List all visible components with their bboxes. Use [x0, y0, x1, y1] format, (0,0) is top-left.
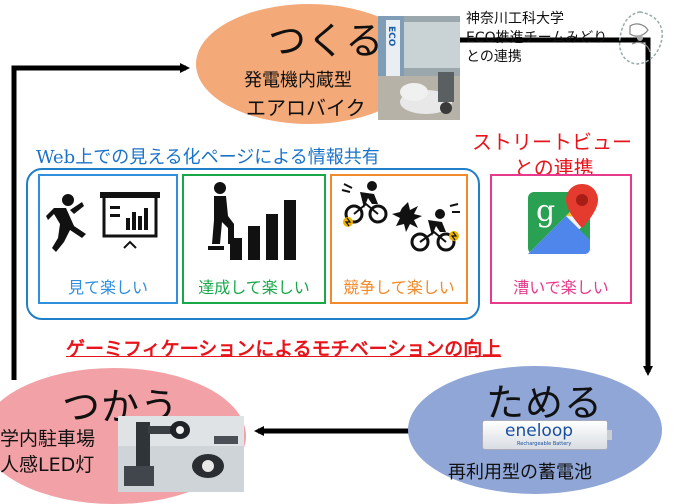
- card-achieve-caption: 達成して楽しい: [198, 278, 310, 297]
- web-panel: [26, 168, 480, 320]
- make-subtitle-1: 発電機内蔵型: [244, 70, 352, 91]
- collab-line-3: との連携: [466, 49, 522, 65]
- card-pedal: g 漕いで楽しい: [490, 174, 632, 304]
- make-subtitle-2: エアロバイク: [246, 96, 366, 120]
- arrow-make-to-store: [418, 37, 653, 376]
- led-light-photo: [118, 416, 244, 492]
- google-maps-letter: g: [536, 194, 556, 229]
- google-maps-icon: [528, 184, 598, 254]
- collab-line-1: 神奈川工科大学: [466, 11, 564, 27]
- card-achieve: 達成して楽しい: [182, 174, 326, 304]
- store-title: ためる: [486, 381, 604, 425]
- aerobike-photo-text: ECO: [386, 26, 396, 47]
- racing-cyclists-icon: [341, 181, 460, 252]
- use-line-1: 学内駐車場: [0, 428, 96, 450]
- web-header: Web上での見える化ページによる情報共有: [36, 147, 380, 168]
- card-compete-caption: 競争して楽しい: [343, 278, 455, 297]
- green-team-logo: [618, 11, 663, 65]
- eneloop-battery: eneloop Rechargeable Battery: [482, 420, 612, 450]
- motivation-text: ゲーミフィケーションによるモチベーションの向上: [66, 338, 502, 360]
- card-look-caption: 見て楽しい: [67, 278, 148, 297]
- eneloop-brand-sub: Rechargeable Battery: [517, 441, 572, 447]
- streetview-header-1: ストリートビュー: [472, 130, 632, 154]
- aerobike-photo: ECO: [378, 16, 460, 120]
- use-line-2: 人感LED灯: [0, 454, 95, 476]
- card-pedal-caption: 漕いで楽しい: [513, 278, 609, 297]
- collab-line-2: ECO推進チームみどり: [466, 30, 608, 46]
- jumping-person-presentation-icon: [46, 192, 160, 252]
- eneloop-brand: eneloop: [505, 421, 574, 441]
- card-compete: 競争して楽しい: [330, 174, 468, 304]
- climbing-steps-icon: [208, 182, 296, 260]
- store-caption: 再利用型の蓄電池: [448, 462, 592, 483]
- card-look: 見て楽しい: [38, 174, 178, 304]
- make-title: つくる: [268, 19, 385, 63]
- arrow-use-to-make: [11, 63, 190, 380]
